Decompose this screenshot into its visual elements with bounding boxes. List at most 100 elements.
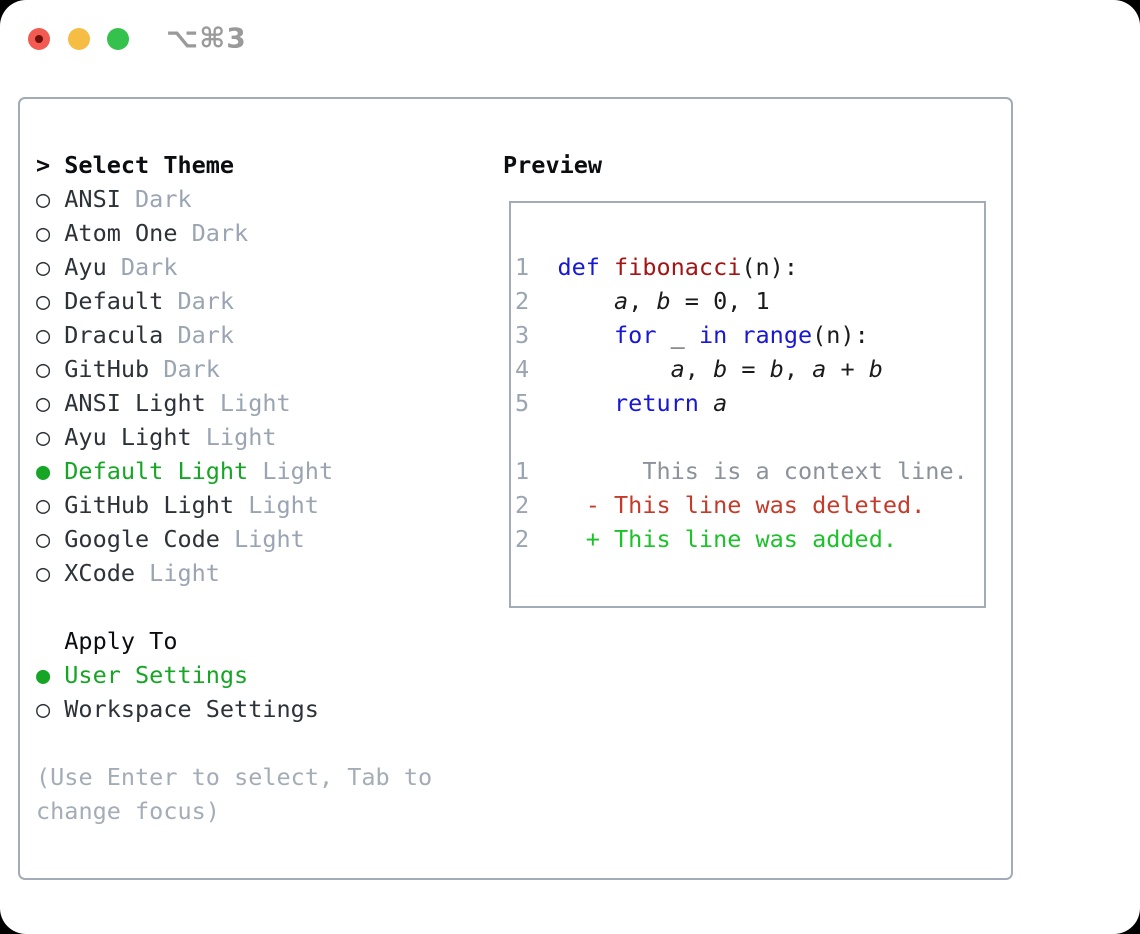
keyboard-shortcut-label: ⌥⌘3 <box>166 21 247 55</box>
apply-option-label: User Settings <box>64 661 249 689</box>
radio-selected-icon: ● <box>36 661 51 689</box>
theme-variant: Light <box>205 389 291 417</box>
theme-variant: Dark <box>106 253 178 281</box>
code-line: 3 for _ in range(n): <box>515 318 984 352</box>
code-token: + This line was added. <box>585 525 897 553</box>
code-token: , <box>783 355 813 383</box>
close-active-dot <box>35 35 43 43</box>
theme-option-google-code[interactable]: ○Google Code Light <box>36 522 432 556</box>
code-token: b <box>868 355 883 383</box>
code-line: 4 a, b = b, a + b <box>515 352 984 386</box>
theme-option-github[interactable]: ○ GitHub Dark <box>36 352 432 386</box>
code-line: 5 return a <box>515 386 984 420</box>
theme-name: ANSI Light <box>64 389 206 417</box>
line-number: 3 <box>515 321 530 349</box>
code-token: = 0, 1 <box>670 287 770 315</box>
code-token: This is a context line. <box>557 457 968 485</box>
line-number: 1 <box>515 457 530 485</box>
minimize-button[interactable] <box>68 28 90 50</box>
radio-unselected-icon: ○ <box>36 253 51 281</box>
theme-option-ansi[interactable]: ○ANSI Dark <box>36 182 432 216</box>
theme-name: Dracula <box>64 321 164 349</box>
code-token: for <box>614 321 657 349</box>
code-token: , <box>628 287 657 315</box>
radio-unselected-icon: ○ <box>36 355 51 383</box>
line-number: 4 <box>515 355 530 383</box>
select-theme-title: Select Theme <box>64 151 235 179</box>
theme-name: GitHub <box>64 355 150 383</box>
line-number: 5 <box>515 389 530 417</box>
preview-title: Preview <box>503 151 603 179</box>
code-token: = <box>727 355 770 383</box>
code-line: 1 This is a context line. <box>515 454 984 488</box>
theme-option-default-light[interactable]: ●Default Light Light <box>36 454 432 488</box>
theme-variant: Dark <box>163 321 235 349</box>
zoom-button[interactable] <box>107 28 129 50</box>
code-token: (n): <box>812 321 869 349</box>
hint-line: change focus) <box>36 797 220 825</box>
apply-option-user-settings[interactable]: ● User Settings <box>36 658 432 692</box>
code-token <box>557 287 614 315</box>
code-token: - This line was deleted. <box>585 491 926 519</box>
code-token: a <box>670 355 685 383</box>
code-line <box>515 420 984 454</box>
radio-unselected-icon: ○ <box>36 389 51 417</box>
theme-option-github-light[interactable]: ○GitHub Light Light <box>36 488 432 522</box>
code-token <box>727 321 741 349</box>
theme-option-ayu[interactable]: ○ Ayu Dark <box>36 250 432 284</box>
hint-line: (Use Enter to select, Tab to <box>36 763 433 791</box>
theme-option-atom-one[interactable]: ○Atom One Dark <box>36 216 432 250</box>
line-number: 2 <box>515 491 530 519</box>
theme-variant: Light <box>248 457 334 485</box>
list-gap <box>36 590 432 624</box>
code-token: _ <box>656 321 699 349</box>
code-token: b <box>713 355 728 383</box>
radio-unselected-icon: ○ <box>36 559 51 587</box>
apply-option-workspace-settings[interactable]: ○Workspace Settings <box>36 692 432 726</box>
theme-name: Atom One <box>64 219 178 247</box>
theme-option-xcode[interactable]: ○ XCode Light <box>36 556 432 590</box>
theme-option-ansi-light[interactable]: ○ ANSI Light Light <box>36 386 432 420</box>
theme-variant: Dark <box>149 355 220 383</box>
code-token: a <box>713 389 728 417</box>
theme-option-default[interactable]: ○Default Dark <box>36 284 432 318</box>
theme-variant: Light <box>234 491 319 519</box>
apply-to-title: Apply To <box>64 627 178 655</box>
code-token: return <box>614 389 699 417</box>
list-gap <box>36 726 432 760</box>
code-line: 2 - This line was deleted. <box>515 488 984 522</box>
prompt-caret-icon: > <box>36 151 51 179</box>
theme-name: Ayu Light <box>64 423 192 451</box>
theme-option-ayu-light[interactable]: ○Ayu Light Light <box>36 420 432 454</box>
code-token: , <box>684 355 714 383</box>
code-token: fibonacci <box>614 253 742 281</box>
code-token <box>557 525 585 553</box>
radio-unselected-icon: ○ <box>36 185 51 213</box>
theme-name: Google Code <box>64 525 220 553</box>
apply-to-list: ● User Settings ○Workspace Settings <box>36 658 432 726</box>
line-number: 2 <box>515 525 530 553</box>
theme-variant: Light <box>135 559 220 587</box>
theme-name: GitHub Light <box>64 491 235 519</box>
theme-option-dracula[interactable]: ○Dracula Dark <box>36 318 432 352</box>
code-token: (n): <box>741 253 798 281</box>
code-line: 2 a, b = 0, 1 <box>515 284 984 318</box>
select-theme-header: > Select Theme <box>36 148 432 182</box>
radio-selected-icon: ● <box>36 457 51 485</box>
theme-name: Ayu <box>64 253 107 281</box>
theme-variant: Light <box>219 525 305 553</box>
code-token <box>557 321 614 349</box>
code-token: range <box>741 321 813 349</box>
code-token: + <box>826 355 869 383</box>
theme-list: ○ANSI Dark○Atom One Dark○Ayu Dark○Defaul… <box>36 182 432 590</box>
code-line: 2 + This line was added. <box>515 522 984 556</box>
code-token <box>699 389 713 417</box>
line-number: 2 <box>515 287 530 315</box>
radio-unselected-icon: ○ <box>36 219 51 247</box>
close-button[interactable] <box>28 28 50 50</box>
radio-unselected-icon: ○ <box>36 695 51 723</box>
code-token: def <box>557 253 600 281</box>
theme-name: XCode <box>64 559 136 587</box>
